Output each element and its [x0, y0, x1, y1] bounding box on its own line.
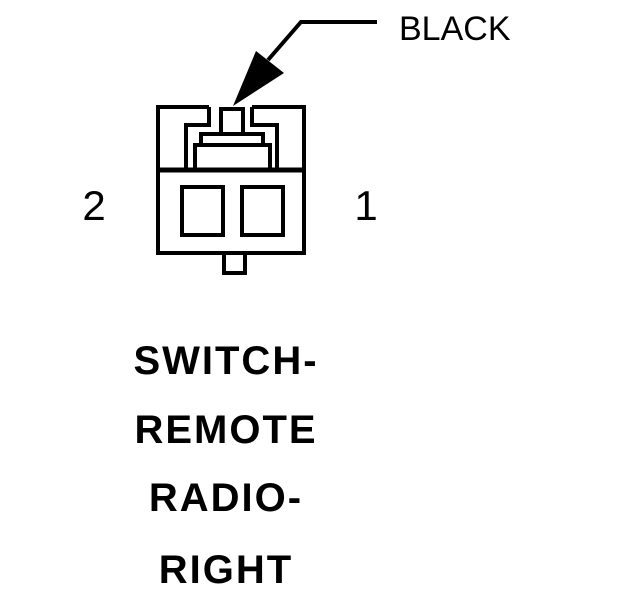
connector-body-outline: [156, 105, 306, 255]
pin-cavity-1: [240, 185, 285, 237]
latch-profile-left: [184, 107, 211, 170]
pin-cavity-2: [180, 185, 225, 237]
connector-name-line-3: RADIO-: [148, 476, 304, 520]
wire-leader-line: [266, 20, 377, 62]
latch-profile-right: [250, 107, 279, 170]
connector-name-line-2: REMOTE: [134, 408, 318, 452]
pin-number-1-label: 1: [354, 182, 378, 229]
connector-name-line-4: RIGHT: [158, 548, 294, 592]
wire-color-label: BLACK: [399, 10, 511, 48]
terminal-stem: [219, 107, 245, 136]
bottom-index-tab: [222, 253, 247, 275]
connector-name-line-1: SWITCH-: [133, 339, 319, 383]
pin-number-2-label: 2: [82, 182, 106, 229]
terminal-step-lower: [193, 143, 272, 172]
wire-arrowhead-icon: [233, 51, 284, 106]
